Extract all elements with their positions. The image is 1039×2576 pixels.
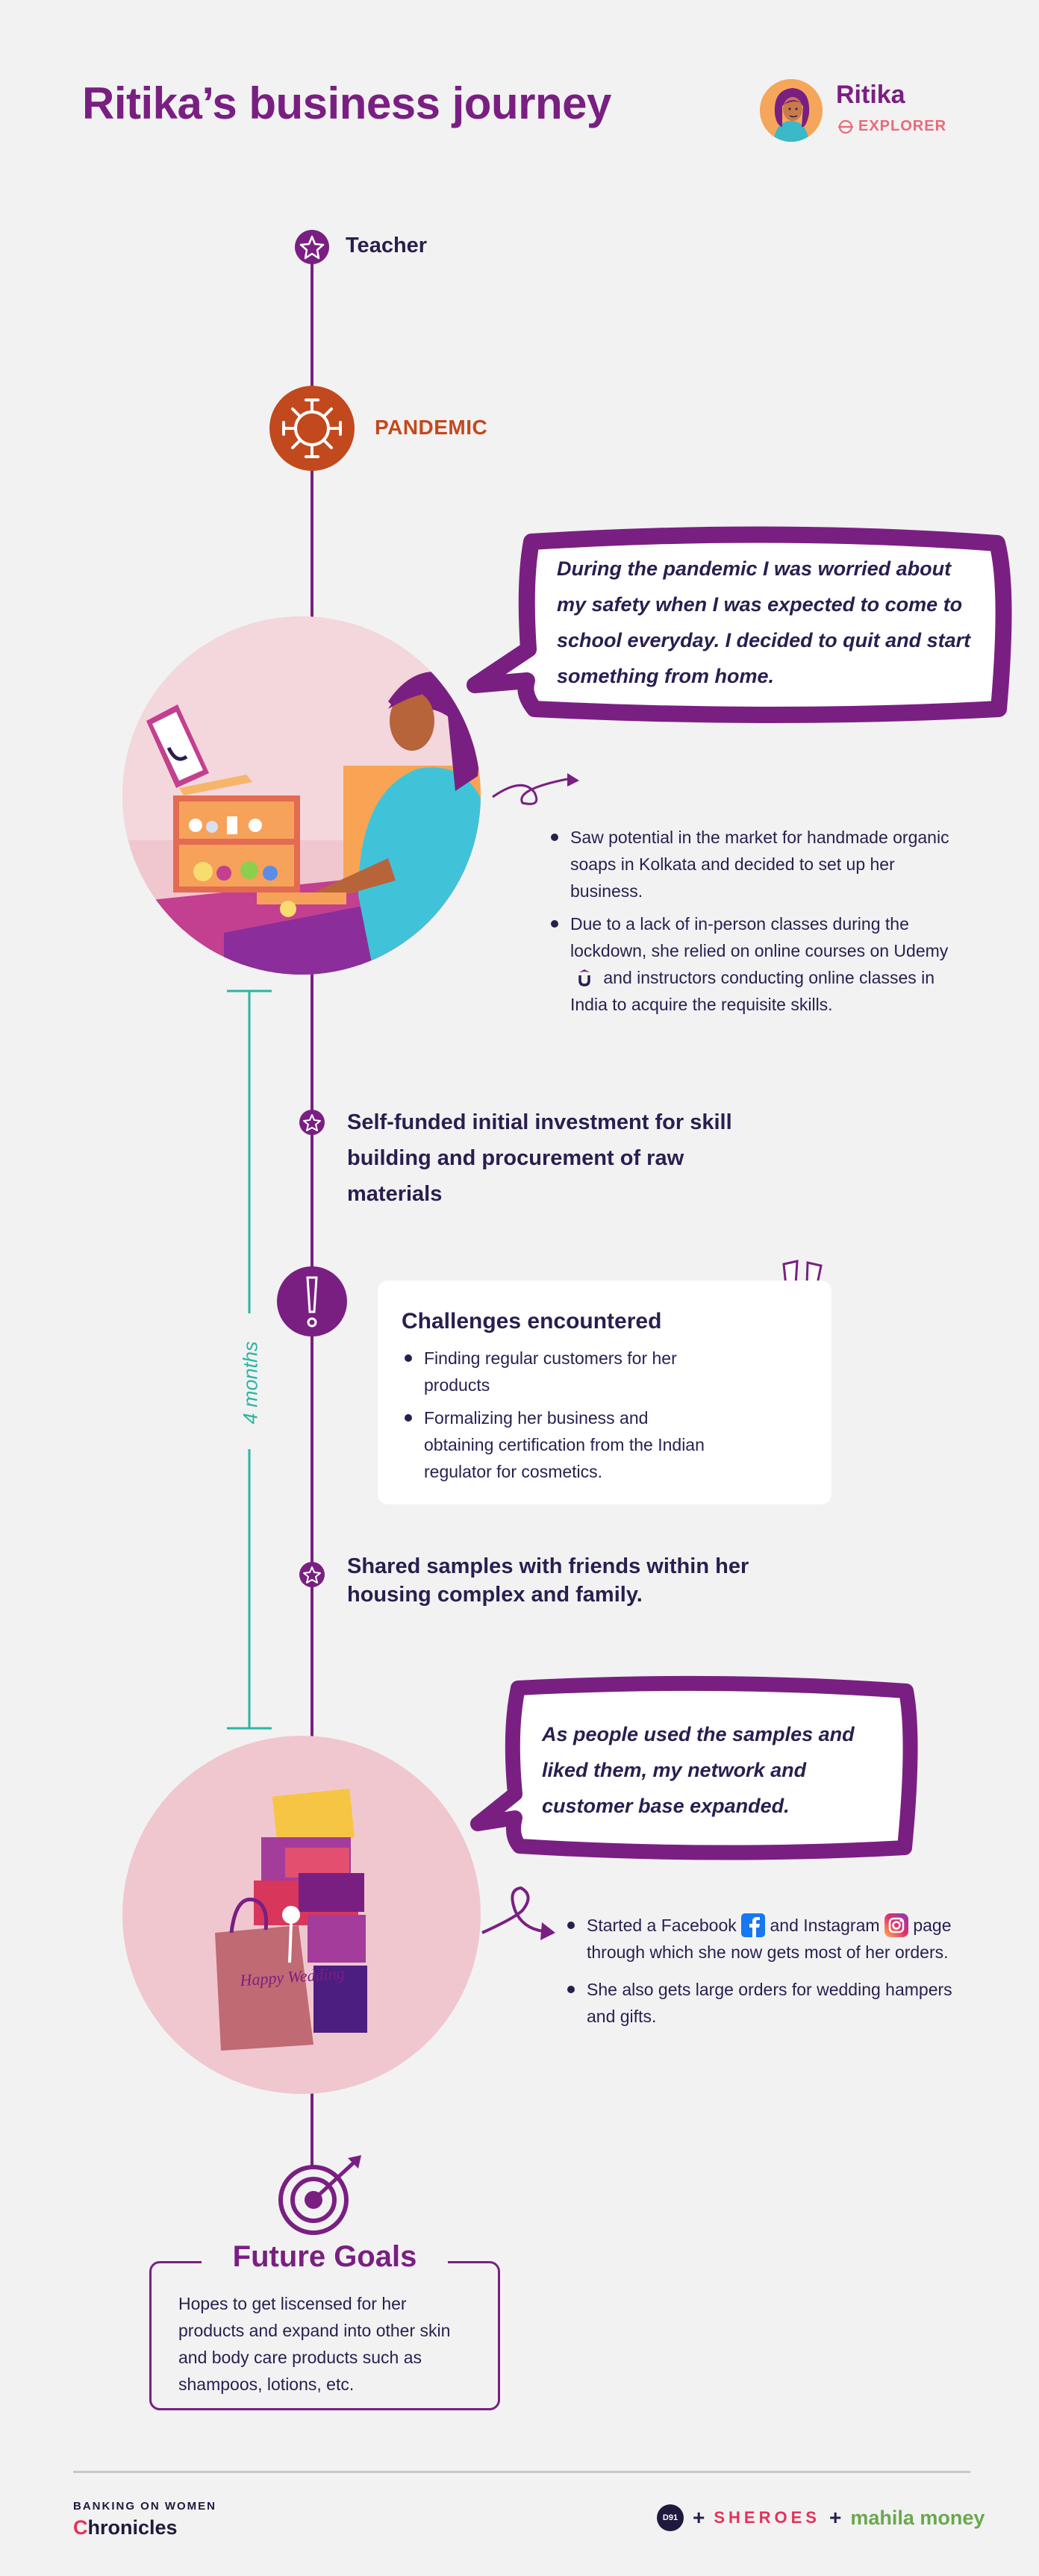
duration-label-text: 4 months <box>239 1341 262 1425</box>
list-item-text: Due to a lack of in-person classes durin… <box>570 914 949 960</box>
instagram-icon <box>884 1913 908 1937</box>
challenges-card: Challenges encountered Finding regular c… <box>378 1281 831 1504</box>
setup-bullet-list: Saw potential in the market for handmade… <box>548 824 951 1024</box>
facebook-icon <box>741 1913 766 1937</box>
quote-bubble-1 <box>467 526 1012 723</box>
profile-name: Ritika <box>836 81 905 109</box>
exclamation-icon <box>277 1266 347 1337</box>
list-item: Finding regular customers for her produc… <box>402 1345 723 1398</box>
quote-bubble-2 <box>470 1675 918 1860</box>
curly-arrow-icon <box>481 1886 555 1940</box>
quote-text-2: As people used the samples and liked the… <box>542 1723 855 1817</box>
stage-pandemic: PANDEMIC <box>375 416 488 439</box>
avatar <box>760 79 823 142</box>
profile-role-label: EXPLORER <box>858 118 947 134</box>
plus-sign: + <box>829 2506 842 2529</box>
virus-icon <box>269 386 355 471</box>
growth-bullet-list: Started a Facebook and Instagram page th… <box>564 1912 967 2036</box>
star-icon <box>299 1110 325 1135</box>
challenges-title: Challenges encountered <box>402 1309 662 1334</box>
quote-text-1: During the pandemic I was worried about … <box>557 557 971 687</box>
star-icon <box>299 1562 325 1587</box>
star-icon <box>295 230 329 264</box>
list-item-text: Started a Facebook <box>587 1916 737 1935</box>
curly-arrow-icon <box>492 773 579 805</box>
plus-sign: + <box>693 2506 705 2529</box>
list-item: Due to a lack of in-person classes durin… <box>548 910 951 1018</box>
list-item: She also gets large orders for wedding h… <box>564 1976 967 2030</box>
gift-hamper-illustration: Happy Wedding <box>122 1736 481 2094</box>
footer-brand-rest: hronicles <box>87 2516 178 2539</box>
footer-brand-initial: C <box>73 2516 88 2539</box>
future-goals-text: Hopes to get liscensed for her products … <box>178 2294 451 2394</box>
mahila-money-logo: mahila money <box>850 2506 985 2529</box>
soap-making-illustration <box>122 616 481 975</box>
footer-brand: Chronicles <box>73 2516 178 2539</box>
list-item: Saw potential in the market for handmade… <box>548 824 951 904</box>
list-item-text: and instructors conducting online classe… <box>570 968 935 1014</box>
profile-role: EXPLORER <box>837 118 946 135</box>
d91-logo: D91 <box>657 2504 684 2531</box>
sheroes-logo: SHEROES <box>714 2508 820 2527</box>
footer-divider <box>73 2471 970 2473</box>
list-item-text: page through which she now gets most of … <box>587 1916 952 1962</box>
challenges-list: Finding regular customers for her produc… <box>402 1345 723 1485</box>
duration-bracket <box>227 990 272 1730</box>
compass-icon <box>838 119 853 134</box>
step-funding: Self-funded initial investment for skill… <box>347 1110 732 1206</box>
list-item: Formalizing her business and obtaining c… <box>402 1404 723 1485</box>
duration-label: 4 months <box>237 1327 264 1439</box>
list-item-text: and Instagram <box>770 1916 880 1935</box>
partner-logos: D91 + SHEROES + mahila money <box>657 2504 985 2531</box>
list-item: Started a Facebook and Instagram page th… <box>564 1912 967 1966</box>
future-goals-title: Future Goals <box>202 2240 448 2274</box>
page-title: Ritika’s business journey <box>82 78 611 128</box>
udemy-icon <box>575 968 594 987</box>
target-icon <box>278 2155 361 2235</box>
step-samples: Shared samples with friends within her h… <box>347 1554 749 1607</box>
stage-teacher: Teacher <box>346 234 428 257</box>
future-goals-box: Hopes to get liscensed for her products … <box>149 2261 500 2410</box>
footer-kicker: BANKING ON WOMEN <box>73 2500 216 2513</box>
